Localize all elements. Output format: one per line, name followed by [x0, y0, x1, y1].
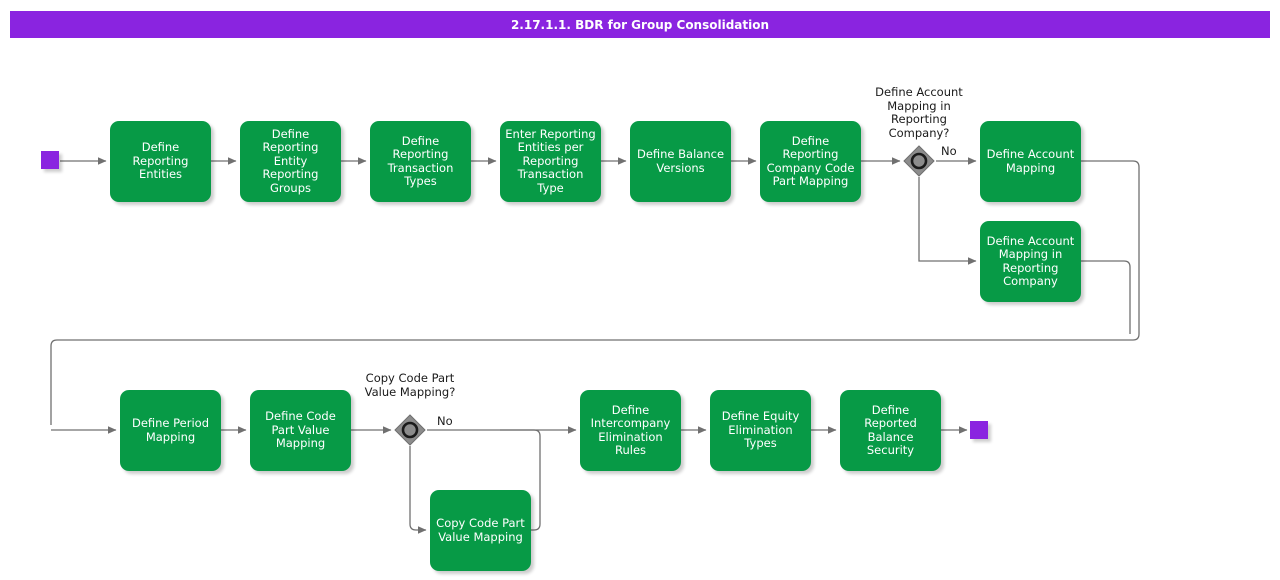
- node-label: Define Account Mapping: [986, 147, 1075, 175]
- node-label: Define Reporting Transaction Types: [387, 133, 454, 188]
- gateway-copy-code-part-value-mapping-branch-label: No: [437, 414, 453, 428]
- gateway-define-account-mapping-in-reporting-company-branch-label: No: [941, 144, 957, 158]
- gateway-define-account-mapping-in-reporting-company[interactable]: [903, 145, 935, 177]
- node-define-balance-versions[interactable]: Define Balance Versions: [630, 121, 731, 202]
- node-define-account-mapping-in-reporting-company[interactable]: Define Account Mapping in Reporting Comp…: [980, 221, 1081, 302]
- node-define-account-mapping[interactable]: Define Account Mapping: [980, 121, 1081, 202]
- node-label: Define Reported Balance Security: [864, 402, 917, 457]
- node-label: Define Reporting Company Code Part Mappi…: [766, 133, 855, 188]
- node-define-reporting-transaction-types[interactable]: Define Reporting Transaction Types: [370, 121, 471, 202]
- node-define-reported-balance-security[interactable]: Define Reported Balance Security: [840, 390, 941, 471]
- node-define-equity-elimination-types[interactable]: Define Equity Elimination Types: [710, 390, 811, 471]
- gateway-copy-code-part-value-mapping-question: Copy Code Part Value Mapping?: [364, 371, 456, 399]
- node-label: Define Reporting Entity Reporting Groups: [262, 126, 319, 195]
- node-label: Define Period Mapping: [131, 416, 210, 444]
- node-label: Define Equity Elimination Types: [721, 409, 800, 451]
- node-label: Define Code Part Value Mapping: [265, 409, 336, 451]
- node-define-reporting-entity-reporting-groups[interactable]: Define Reporting Entity Reporting Groups: [240, 121, 341, 202]
- node-define-period-mapping[interactable]: Define Period Mapping: [120, 390, 221, 471]
- node-copy-code-part-value-mapping[interactable]: Copy Code Part Value Mapping: [430, 490, 531, 571]
- node-define-reporting-company-code-part-mapping[interactable]: Define Reporting Company Code Part Mappi…: [760, 121, 861, 202]
- node-label: Define Reporting Entities: [132, 140, 189, 182]
- node-label: Define Account Mapping in Reporting Comp…: [986, 233, 1075, 288]
- node-enter-reporting-entities-per-reporting-transaction-type[interactable]: Enter Reporting Entities per Reporting T…: [500, 121, 601, 202]
- node-label: Enter Reporting Entities per Reporting T…: [505, 126, 596, 195]
- node-define-code-part-value-mapping[interactable]: Define Code Part Value Mapping: [250, 390, 351, 471]
- node-label: Define Balance Versions: [636, 147, 725, 175]
- node-define-intercompany-elimination-rules[interactable]: Define Intercompany Elimination Rules: [580, 390, 681, 471]
- node-label: Copy Code Part Value Mapping: [436, 516, 525, 544]
- node-define-reporting-entities[interactable]: Define Reporting Entities: [110, 121, 211, 202]
- end-event[interactable]: [970, 421, 988, 439]
- start-event[interactable]: [41, 151, 59, 169]
- gateway-copy-code-part-value-mapping[interactable]: [394, 414, 426, 446]
- gateway-define-account-mapping-in-reporting-company-question: Define Account Mapping in Reporting Comp…: [875, 85, 963, 140]
- diagram-title-bar: 2.17.1.1. BDR for Group Consolidation: [10, 11, 1270, 38]
- node-label: Define Intercompany Elimination Rules: [590, 402, 671, 457]
